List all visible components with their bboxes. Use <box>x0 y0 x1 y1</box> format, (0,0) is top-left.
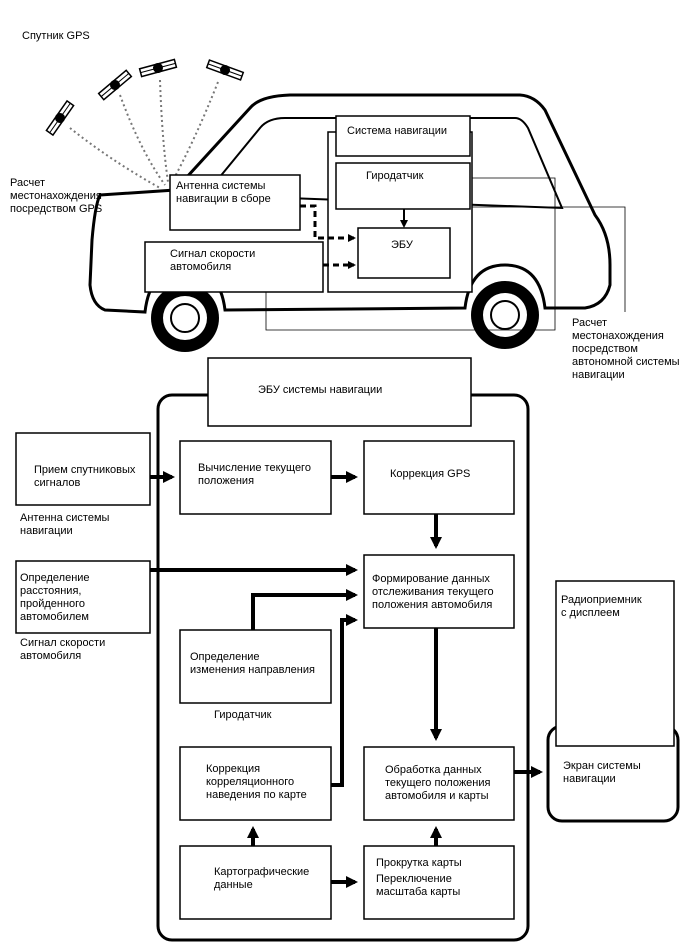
front-wheel <box>151 284 219 352</box>
cartographic-box <box>179 845 332 920</box>
distance-box <box>15 560 151 634</box>
cartographic-text: Картографические данные <box>214 866 310 891</box>
satellite-icon <box>97 69 133 101</box>
processing-box <box>363 746 515 821</box>
direction-to-tracking-arrow <box>251 589 358 630</box>
leader-lines <box>265 177 626 331</box>
sat-receive-box <box>15 432 151 506</box>
radio-box <box>555 580 675 747</box>
bottom-labels: ЭБУ системы навигации Прием спутниковых … <box>20 384 642 898</box>
nav-system-title-box <box>335 115 471 157</box>
satellite-icon <box>45 99 75 137</box>
gps-calc-label: Расчет местонахождения посредством GPS <box>10 177 103 215</box>
scroll-scale-box <box>363 845 515 920</box>
ecu-label: ЭБУ <box>391 239 413 251</box>
gps-satellites <box>45 58 245 189</box>
rear-wheel <box>471 281 539 349</box>
tracking-data-box <box>363 554 515 629</box>
satellite-icon <box>205 59 245 81</box>
antenna-caption: Антенна системы навигации <box>20 512 110 537</box>
speed-signal-label: Сигнал скорости автомобиля <box>170 248 256 273</box>
nav-ecu-title-box <box>207 357 472 427</box>
direction-change-text: Определение изменения направления <box>190 651 315 676</box>
top-labels: Спутник GPS Расчет местонахождения посре… <box>10 30 680 381</box>
antenna-to-ecu-arrow <box>300 204 356 242</box>
satellite-label: Спутник GPS <box>22 30 90 42</box>
satellite-icon <box>138 58 178 78</box>
antenna-box <box>169 174 301 231</box>
calc-position-box <box>179 440 332 515</box>
tracking-data-text: Формирование данных отслеживания текущег… <box>372 573 494 611</box>
gyro-label: Гиродатчик <box>366 170 424 182</box>
antenna-label: Антенна системы навигации в сборе <box>176 180 271 205</box>
gps-correction-text: Коррекция GPS <box>390 468 471 480</box>
nav-ecu-title: ЭБУ системы навигации <box>258 384 383 396</box>
gyro-caption: Гиродатчик <box>214 709 272 721</box>
calc-position-text: Вычисление текущего положения <box>198 462 311 487</box>
processing-text: Обработка данных текущего положения авто… <box>385 764 491 802</box>
nav-system-label: Система навигации <box>347 125 448 137</box>
speed-caption: Сигнал скорости автомобиля <box>20 637 106 662</box>
speed-signal-box <box>144 241 324 293</box>
matching-to-tracking-arrow <box>331 614 358 787</box>
distance-text: Определение расстояния, пройденного авто… <box>20 572 90 623</box>
screen-text: Экран системы навигации <box>563 760 641 785</box>
autonomous-calc-label: Расчет местонахождения посредством автон… <box>572 317 680 381</box>
sat-receive-text: Прием спутниковых сигналов <box>34 464 136 489</box>
direction-change-box <box>179 629 332 704</box>
scale-text: Переключение масштаба карты <box>376 873 461 898</box>
map-matching-text: Коррекция корреляционного наведения по к… <box>206 763 307 801</box>
ecu-box <box>357 227 451 279</box>
gyro-box <box>335 162 471 210</box>
flow-arrows <box>150 471 543 888</box>
radio-text: Радиоприемник с дисплеем <box>561 594 642 619</box>
gps-signal-beams <box>69 79 219 189</box>
scroll-text: Прокрутка карты <box>376 857 462 869</box>
gps-correction-box <box>363 440 515 515</box>
